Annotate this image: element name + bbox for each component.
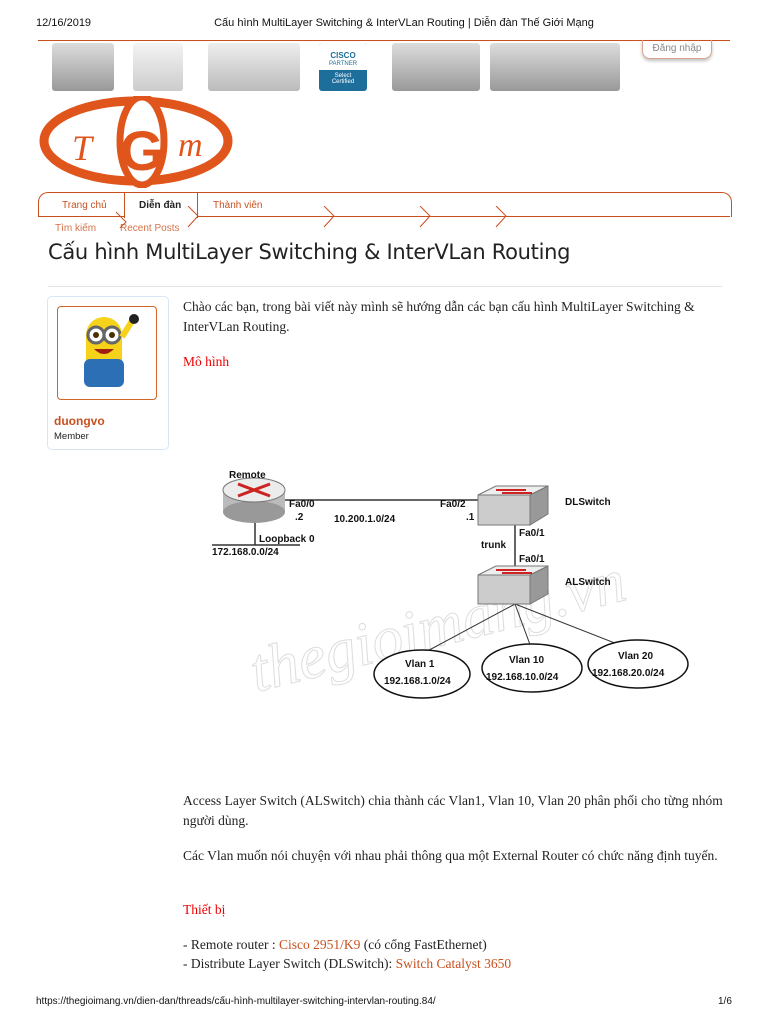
vlan10-cloud <box>481 643 583 693</box>
device-item-router: - Remote router : Cisco 2951/K9 (có cổng… <box>183 935 728 955</box>
print-url: https://thegioimang.vn/dien-dan/threads/… <box>36 996 436 1007</box>
heading-devices: Thiết bị <box>183 902 226 917</box>
al-up-port: Fa0/1 <box>519 554 545 565</box>
subtab-recent-posts[interactable]: Recent Posts <box>120 223 180 234</box>
thread-title: Cấu hình MultiLayer Switching & InterVLa… <box>48 240 571 264</box>
svg-text:m: m <box>178 127 203 164</box>
nav-line <box>38 216 730 217</box>
vlan1-net: 192.168.1.0/24 <box>384 676 451 687</box>
dl-port: Fa0/2 <box>440 499 466 510</box>
dl-ip: .1 <box>466 512 475 523</box>
print-date: 12/16/2019 <box>36 17 92 29</box>
link-network: 10.200.1.0/24 <box>334 514 396 525</box>
vlan1-cloud <box>373 649 471 699</box>
author-name[interactable]: duongvo <box>54 414 105 428</box>
print-page-title: Cấu hình MultiLayer Switching & InterVLa… <box>214 17 594 29</box>
svg-text:G: G <box>120 119 164 182</box>
tab-active-frame <box>124 192 198 218</box>
router-icon <box>222 477 286 523</box>
login-button[interactable]: Đăng nhập <box>642 40 712 59</box>
vlan1-name: Vlan 1 <box>405 659 435 670</box>
vlan20-net: 192.168.20.0/24 <box>592 668 665 679</box>
router-port: Fa0/0 <box>289 499 315 510</box>
device-label: - Remote router : <box>183 937 279 952</box>
title-divider <box>48 286 722 287</box>
tab-home[interactable]: Trang chủ <box>62 200 107 211</box>
vlan10-name: Vlan 10 <box>509 655 544 666</box>
trunk-label: trunk <box>481 540 506 551</box>
dl-name: DLSwitch <box>565 497 611 508</box>
select-label: Select <box>334 73 352 79</box>
nav-arrows <box>115 206 507 228</box>
vlan10-net: 192.168.10.0/24 <box>486 672 559 683</box>
tab-forum[interactable]: Diễn đàn <box>139 200 182 211</box>
ip-phone-image <box>52 43 114 91</box>
loopback-network: 172.168.0.0/24 <box>212 547 279 558</box>
access-point-image <box>133 43 183 91</box>
print-page-number: 1/6 <box>718 996 732 1007</box>
cisco-brand: CISCO <box>319 43 367 61</box>
router-label: Remote <box>229 470 266 481</box>
router-ip: .2 <box>295 512 304 523</box>
dlswitch-icon <box>477 485 549 526</box>
vlan20-name: Vlan 20 <box>618 651 653 662</box>
author-role: Member <box>54 431 89 442</box>
telepresence-image <box>208 43 300 91</box>
dl-down-port: Fa0/1 <box>519 528 545 539</box>
vlan-clouds <box>373 639 689 699</box>
loopback-label: Loopback 0 <box>259 534 315 545</box>
al-name: ALSwitch <box>565 577 611 588</box>
subtab-search[interactable]: Tìm kiếm <box>55 223 97 234</box>
router-stack-image <box>490 43 620 91</box>
device-label: - Distribute Layer Switch (DLSwitch): <box>183 956 396 971</box>
device-note: (có cổng FastEthernet) <box>360 937 487 952</box>
tab-members[interactable]: Thành viên <box>213 200 263 211</box>
minion-avatar-icon <box>84 314 139 387</box>
alswitch-icon <box>477 565 549 605</box>
router-model-link[interactable]: Cisco 2951/K9 <box>278 937 361 952</box>
header-rule <box>38 40 730 41</box>
main-nav <box>38 192 732 217</box>
switch-model-link[interactable]: Switch Catalyst 3650 <box>395 956 512 971</box>
partner-label: PARTNER <box>319 61 367 70</box>
post-intro: Chào các bạn, trong bài viết này mình sẽ… <box>183 299 695 334</box>
certified-label: Certified <box>331 79 355 85</box>
author-card <box>47 296 169 450</box>
tgm-logo[interactable]: T G m <box>38 96 238 188</box>
cisco-partner-badge: CISCO PARTNER Select Certified <box>319 43 367 91</box>
heading-model: Mô hình <box>183 354 230 369</box>
para-access-layer: Access Layer Switch (ALSwitch) chia thàn… <box>183 793 723 828</box>
para-vlan-routing: Các Vlan muốn nói chuyện với nhau phải t… <box>183 848 718 863</box>
svg-text:T: T <box>72 128 95 168</box>
switch-stack-image <box>392 43 480 91</box>
device-item-dlswitch: - Distribute Layer Switch (DLSwitch): Sw… <box>183 954 728 974</box>
network-diagram: thegioimang.vn Remote Fa0/0 .2 10.200.1.… <box>212 470 689 706</box>
vlan20-cloud <box>587 639 689 689</box>
vlan-links <box>419 603 626 656</box>
avatar[interactable] <box>57 306 157 400</box>
